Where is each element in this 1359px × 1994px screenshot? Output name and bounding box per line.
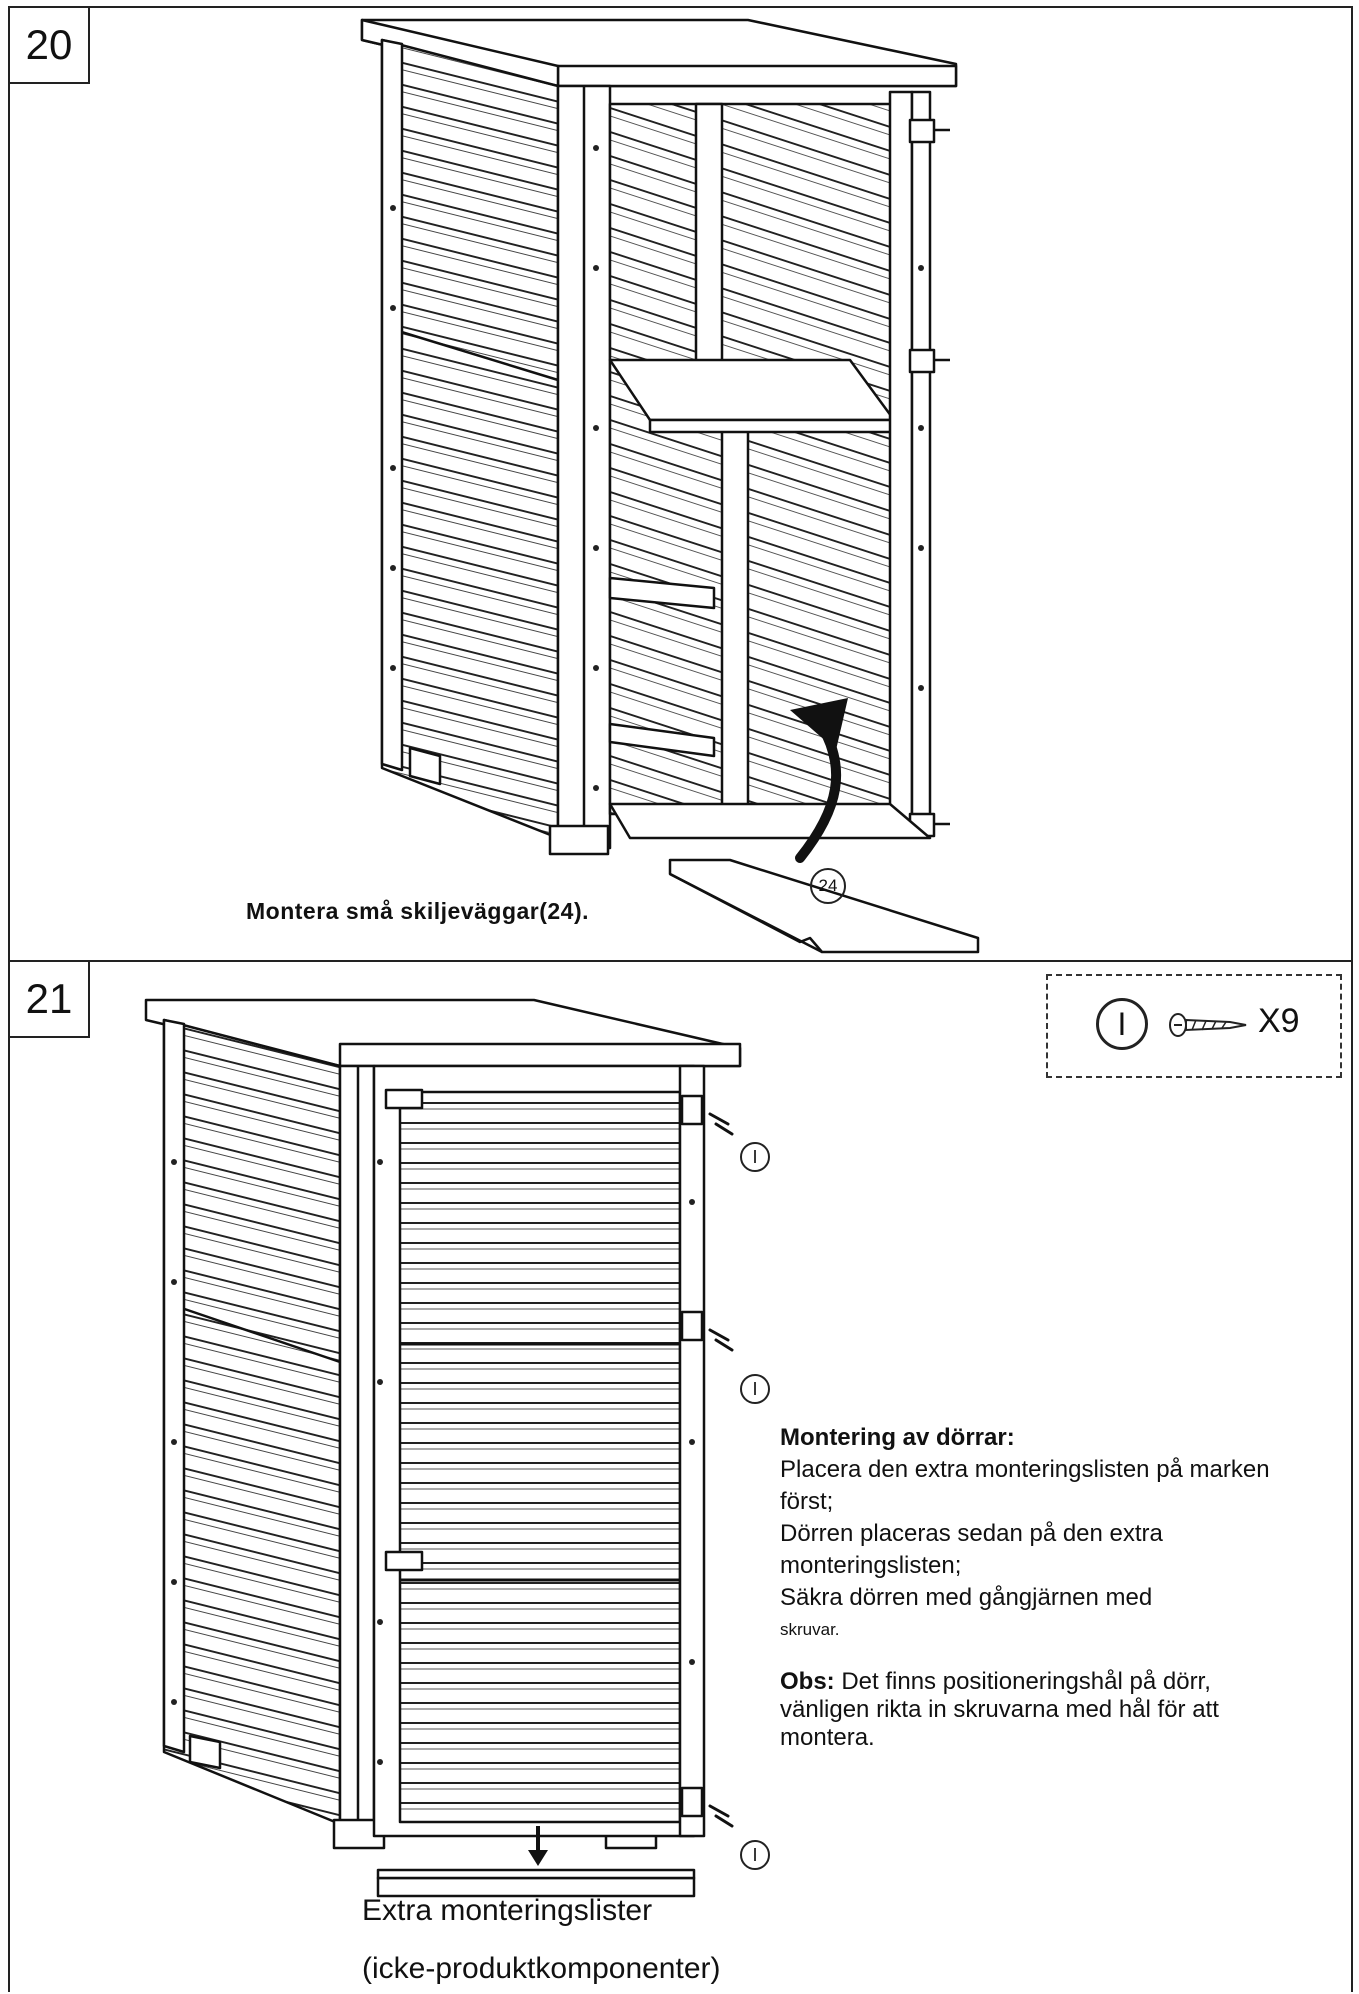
part-callout-24: 24	[810, 868, 846, 904]
part-callout-i-top: I	[740, 1142, 770, 1172]
hardware-count: X9	[1258, 1002, 1300, 1040]
obs-text: Det finns positioneringshål på dörr, vän…	[780, 1668, 1219, 1751]
obs-label: Obs:	[780, 1668, 835, 1695]
step-20-panel: 20	[8, 6, 1353, 962]
notes-line-2: Dörren placeras sedan på den extra monte…	[780, 1520, 1163, 1579]
notes-line-1: Placera den extra monteringslisten på ma…	[780, 1456, 1270, 1515]
notes-heading: Montering av dörrar:	[780, 1424, 1015, 1451]
extra-strip-label: Extra monteringslister	[362, 1894, 653, 1927]
notes-line-3: Säkra dörren med gångjärnen med	[780, 1584, 1153, 1611]
hardware-box: I X9	[1046, 974, 1342, 1078]
screw-icon	[1169, 1013, 1247, 1037]
hardware-part-label: I	[1096, 998, 1148, 1050]
door-assembly-notes: Montering av dörrar: Placera den extra m…	[780, 1422, 1300, 1752]
step-number-21: 21	[8, 960, 90, 1038]
part-callout-i-bottom: I	[740, 1840, 770, 1870]
notes-obs: Obs: Det finns positioneringshål på dörr…	[780, 1668, 1300, 1752]
notes-line-3-small: skruvar.	[780, 1620, 840, 1639]
cabinet-open-illustration	[360, 18, 980, 954]
step-number-20: 20	[8, 6, 90, 84]
extra-strip-sublabel: (icke-produktkomponenter)	[362, 1952, 721, 1985]
step-20-caption: Montera små skiljeväggar(24).	[246, 898, 590, 924]
step-21-panel: 21 I X9	[8, 960, 1353, 1992]
cabinet-door-illustration	[144, 998, 742, 1898]
part-callout-i-middle: I	[740, 1374, 770, 1404]
